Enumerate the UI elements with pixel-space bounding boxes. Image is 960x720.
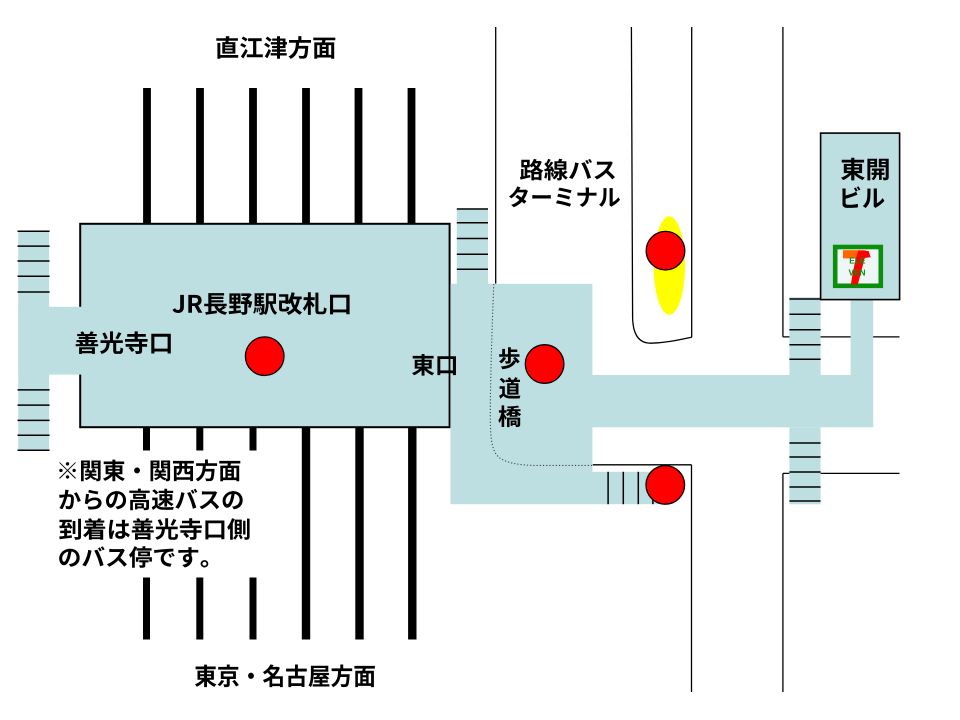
svg-text:VEN: VEN: [848, 267, 865, 277]
svg-text:ELE: ELE: [849, 255, 866, 265]
